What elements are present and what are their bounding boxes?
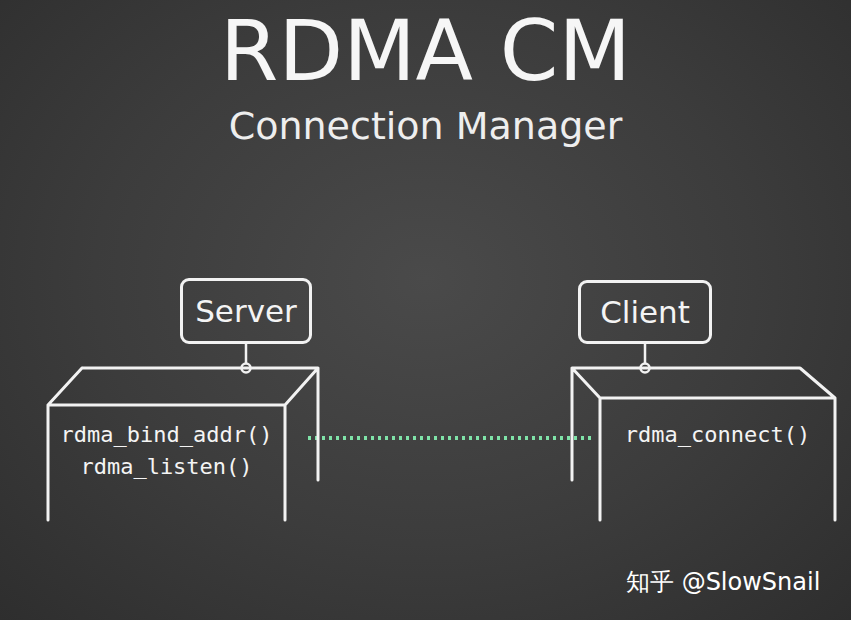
node-label: Client bbox=[600, 294, 690, 330]
endpoint-label: Server bbox=[180, 278, 312, 344]
node-label: Server bbox=[195, 293, 297, 329]
host-table: rdma_bind_addr() rdma_listen() bbox=[48, 368, 320, 523]
dotted-link bbox=[308, 436, 592, 440]
subtitle: Connection Manager bbox=[0, 104, 851, 148]
stem-line bbox=[245, 344, 248, 368]
stem-line bbox=[644, 344, 647, 368]
function-call: rdma_listen() bbox=[48, 454, 285, 479]
function-call: rdma_connect() bbox=[600, 422, 835, 447]
host-table: rdma_connect() bbox=[572, 368, 835, 523]
title: RDMA CM bbox=[0, 2, 851, 100]
function-call: rdma_bind_addr() bbox=[48, 422, 285, 447]
watermark: 知乎 @SlowSnail bbox=[626, 566, 820, 598]
endpoint-label: Client bbox=[578, 280, 712, 344]
